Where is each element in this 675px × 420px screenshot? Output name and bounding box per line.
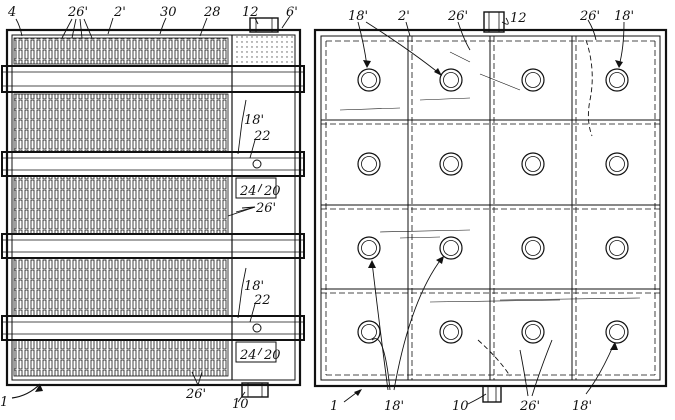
label-1-left: 1 [0,395,8,410]
label-30: 30 [160,5,177,20]
opening [439,236,463,260]
left-view: 4 26' 2' 30 28 12 6' 18' 22 24 20 26' 18… [0,5,305,412]
right-leader-lines [343,17,625,405]
label-26-mid: 26' [255,201,276,216]
clamp-bar-4 [1,315,305,341]
label-18-bottom-right: 18' [572,399,592,414]
label-26-top-center: 26' [447,9,468,24]
clamp-bar-2 [1,151,305,177]
clamp-bar-3 [1,233,305,259]
surface-hatching [339,51,641,303]
opening [439,68,463,92]
label-18-top-right: 18' [614,9,634,24]
chamber-24-upper [235,177,277,199]
left-outer-frame [5,28,302,387]
label-18-lower: 18' [244,279,264,294]
pipe-10-right [482,385,502,403]
opening [357,236,381,260]
label-18-top-left: 18' [348,9,368,24]
openings [357,68,629,344]
cell-bundle-5 [13,339,229,377]
label-20-upper: 20 [263,184,281,199]
label-20-lower: 20 [263,348,281,363]
opening [439,152,463,176]
label-18-bottom-left: 18' [384,399,404,414]
arrow-1-left [11,383,41,399]
right-chamber-dotted [233,36,294,64]
opening [605,152,629,176]
clamp-bar-1 [1,65,305,93]
chamber-24-lower [235,341,277,363]
left-inner-frame [11,34,296,381]
opening [439,320,463,344]
label-26-top-right: 26' [579,9,600,24]
cell-bundle-4 [13,257,229,317]
label-28: 28 [203,5,221,20]
grid [321,36,660,380]
label-24-lower: 24 [239,348,257,363]
dashed-path-bottom [477,339,511,377]
opening [357,152,381,176]
opening [605,320,629,344]
label-12-right: 12 [510,11,527,26]
label-22-lower: 22 [253,293,271,308]
label-6: 6' [286,5,298,20]
bolt-upper [252,159,262,169]
right-view: 18' 2' 26' 12 26' 18' 1 18' 10 26' 18' [313,9,668,414]
label-2-right: 2' [397,9,410,24]
opening [521,68,545,92]
label-4: 4 [7,5,16,20]
cell-bundle-1 [13,37,229,65]
label-18-upper: 18' [244,113,264,128]
opening [521,236,545,260]
dashed-path-top [585,39,593,137]
label-10-right: 10 [452,399,469,414]
label-26-top: 26' [67,5,88,20]
left-leader-lines [15,15,291,403]
label-22-upper: 22 [253,129,271,144]
label-26-bottom-center: 26' [519,399,540,414]
opening [521,320,545,344]
label-10-left: 10 [232,397,249,412]
cell-bundle-3 [13,175,229,235]
opening [605,68,629,92]
right-arrowheads [354,60,623,396]
opening [357,320,381,344]
pipe-12-right [483,11,505,33]
pipe-10-left [241,382,269,398]
label-2: 2' [113,5,126,20]
opening [357,68,381,92]
bolt-lower [252,323,262,333]
arrow-head-left [35,384,43,392]
label-1-right: 1 [330,399,338,414]
label-12-left: 12 [242,5,259,20]
cell-bundle-2 [13,93,229,153]
label-24-upper: 24 [239,184,257,199]
opening [605,236,629,260]
opening [521,152,545,176]
label-26-bottom: 26' [185,387,206,402]
